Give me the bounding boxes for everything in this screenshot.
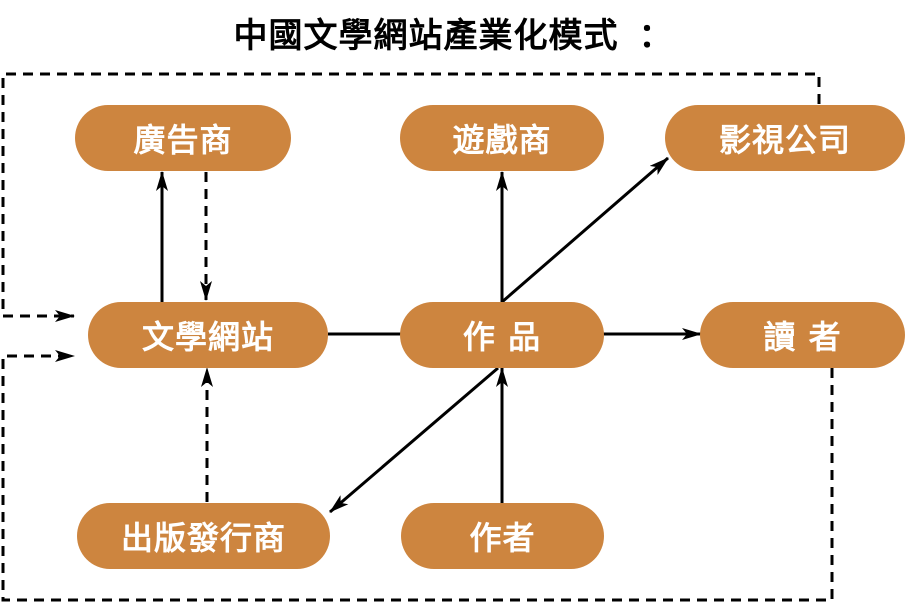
node-advertiser: 廣告商 [75,105,291,171]
edge-readers-to-website-loop [1,350,834,602]
diagram-title: 中國文學網站產業化模式 ： [0,8,907,57]
node-film-tv-company-label: 影視公司 [718,121,851,159]
node-publisher: 出版發行商 [77,503,330,569]
title-colon: ： [638,16,674,56]
edge-works-to-publisher [329,366,499,514]
node-advertiser-label: 廣告商 [133,121,233,159]
edge-film-to-website-loop [1,72,821,322]
node-works: 作 品 [400,302,604,368]
node-works-label: 作 品 [462,318,542,356]
node-game-company-label: 遊戲商 [452,121,552,159]
edge-works-to-film [501,156,669,304]
node-author-label: 作者 [469,519,536,557]
node-film-tv-company: 影視公司 [665,105,905,171]
node-game-company: 遊戲商 [400,105,604,171]
node-author: 作者 [401,503,604,569]
title-text: 中國文學網站產業化模式 [233,16,619,56]
node-literature-website-label: 文學網站 [141,318,274,356]
node-readers-label: 讀 者 [763,318,842,356]
node-literature-website: 文學網站 [88,302,328,368]
node-readers: 讀 者 [700,302,905,368]
node-publisher-label: 出版發行商 [120,519,286,557]
